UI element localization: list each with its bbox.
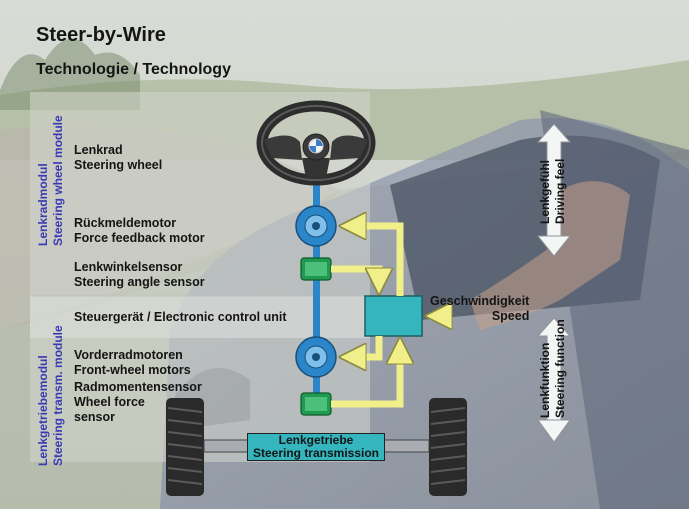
label-de: Lenkwinkelsensor (74, 260, 183, 274)
left-tire (166, 398, 204, 496)
right-tire (429, 398, 467, 496)
label-en-cont: sensor (74, 410, 115, 424)
steering-wheel-graphic (256, 100, 376, 186)
arrow-angle-sensor-to-ecu (331, 265, 379, 290)
driving-feel-en: Driving feel (553, 158, 567, 224)
steering-function-label: Lenkfunktion Steering function (538, 319, 568, 418)
label-de: Rückmeldemotor (74, 216, 177, 230)
wheel-force-sensor-label: Radmomentensensor Wheel force sensor (74, 380, 202, 425)
wheel-force-sensor-graphic (300, 392, 332, 416)
label-en: Steering angle sensor (74, 275, 205, 289)
steering-angle-sensor-label: Lenkwinkelsensor Steering angle sensor (74, 260, 205, 290)
driving-feel-label: Lenkgefühl Driving feel (538, 159, 568, 224)
steering-transmission-box: Lenkgetriebe Steering transmission (247, 433, 385, 461)
steering-angle-sensor-graphic (300, 257, 332, 281)
module-label-de: Lenkgetriebemodul (36, 355, 50, 466)
arrow-ecu-to-feedback-motor (344, 226, 404, 296)
driving-feel-arrow (536, 123, 572, 257)
label-de: Lenkrad (74, 143, 123, 157)
module-label-en: Steering transm. module (51, 325, 65, 466)
arrow-force-sensor-to-ecu (331, 342, 400, 408)
steering-function-de: Lenkfunktion (538, 342, 552, 418)
steering-column (313, 160, 320, 405)
label-en: Wheel force (74, 395, 145, 409)
force-feedback-motor-label: Rückmeldemotor Force feedback motor (74, 216, 205, 246)
transmission-label-en: Steering transmission (252, 446, 380, 460)
arrow-ecu-to-front-motors (344, 336, 383, 357)
speed-label-en: Speed (491, 309, 530, 323)
page-title: Steer-by-Wire (36, 24, 166, 46)
steering-transmission-module-label: Lenkgetriebemodul Steering transm. modul… (36, 325, 66, 466)
module-label-de: Lenkradmodul (36, 163, 50, 246)
signal-arrows (331, 226, 450, 408)
steering-function-arrow (536, 317, 572, 443)
steering-wheel-label: Lenkrad Steering wheel (74, 143, 162, 173)
steering-wheel-module-label: Lenkradmodul Steering wheel module (36, 115, 66, 246)
front-wheel-motor-graphic (295, 336, 337, 378)
label-en: Force feedback motor (74, 231, 205, 245)
ecu-box (364, 295, 423, 337)
label-en: Steering wheel (74, 158, 163, 172)
driver (470, 181, 630, 330)
force-feedback-motor-graphic (295, 205, 337, 247)
bmw-logo-icon (308, 138, 324, 154)
transmission-label-de: Lenkgetriebe (278, 433, 354, 447)
module-label-en: Steering wheel module (51, 115, 65, 246)
steering-function-en: Steering function (553, 319, 567, 418)
label-de: Radmomentensensor (74, 380, 202, 394)
label-en: Front-wheel motors (74, 363, 191, 377)
ecu-label: Steuergerät / Electronic control unit (74, 310, 287, 324)
label-de: Vorderradmotoren (74, 348, 183, 362)
page-subtitle: Technologie / Technology (36, 61, 231, 78)
driving-feel-de: Lenkgefühl (538, 159, 552, 224)
speed-label: Geschwindigkeit Speed (430, 294, 529, 324)
front-wheel-motors-label: Vorderradmotoren Front-wheel motors (74, 348, 191, 378)
speed-label-de: Geschwindigkeit (430, 294, 530, 308)
